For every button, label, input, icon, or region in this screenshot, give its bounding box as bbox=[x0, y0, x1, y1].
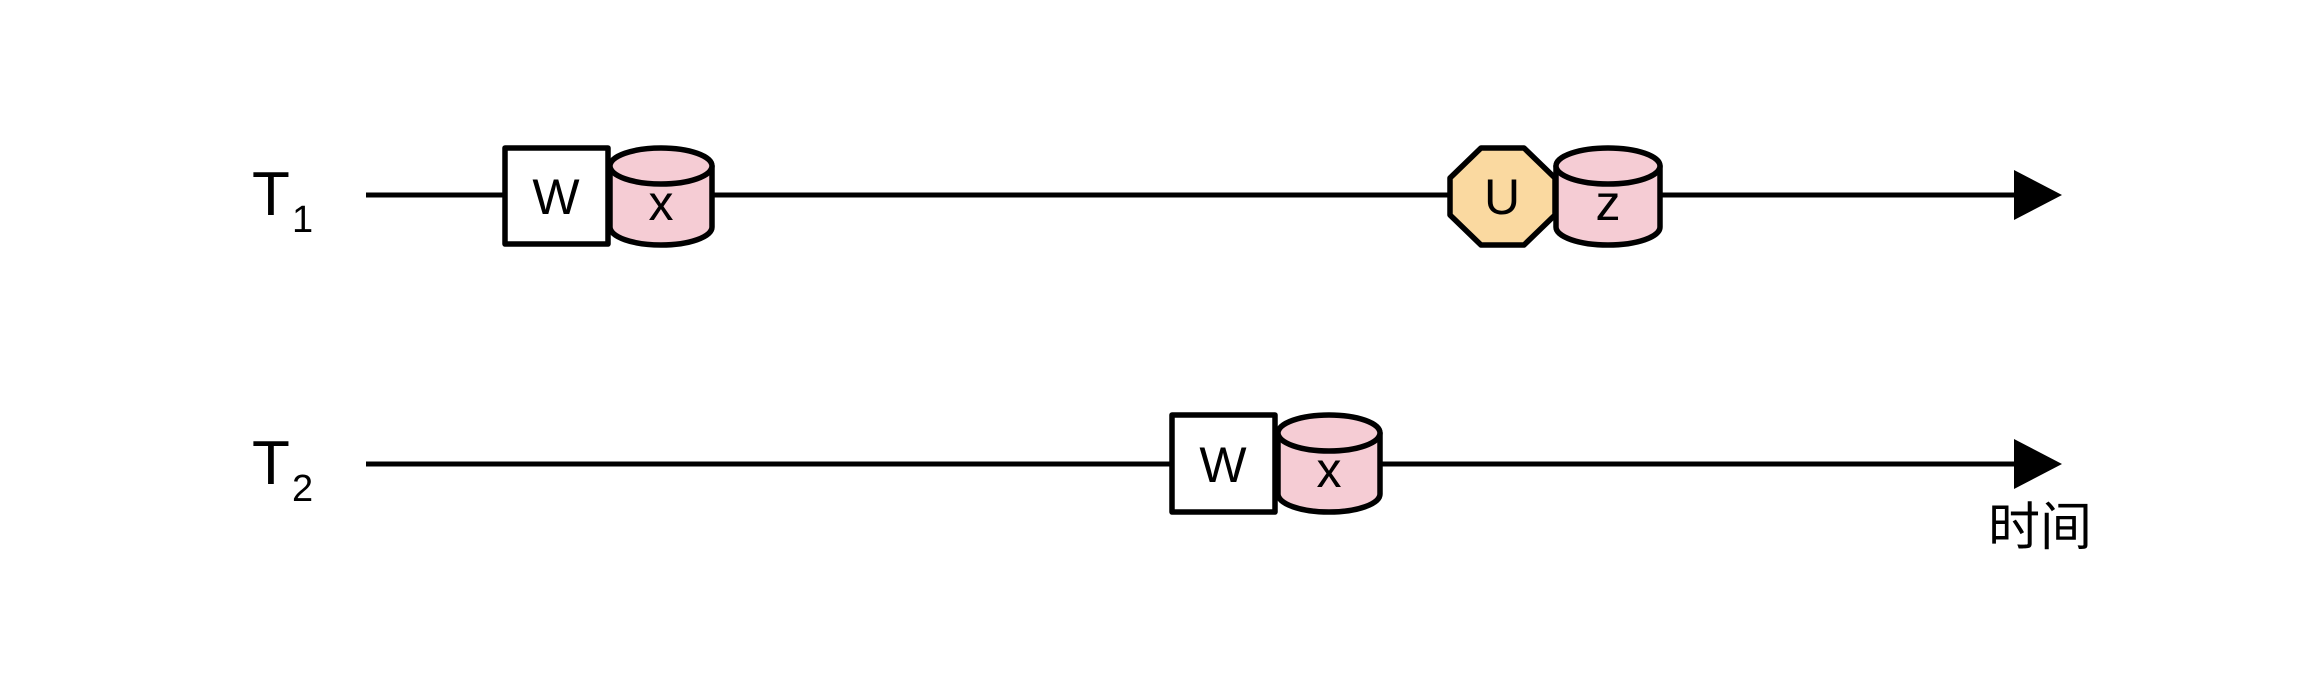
timeline-1-node-write-box: W bbox=[502, 145, 611, 247]
database-cylinder-top-x-2 bbox=[1275, 412, 1383, 454]
write-operation-label-2: W bbox=[1199, 437, 1247, 493]
write-operation-box bbox=[502, 145, 611, 247]
timeline-2-node-database-x: x bbox=[1275, 412, 1383, 515]
timeline-label-t2: T 2 bbox=[252, 429, 313, 510]
database-cylinder-top-z bbox=[1553, 145, 1663, 187]
timeline-row-2: T 2 W x bbox=[252, 412, 2062, 515]
update-operation-label: U bbox=[1484, 169, 1520, 225]
write-operation-box-2 bbox=[1169, 412, 1278, 515]
timeline-label-t1-main: T bbox=[252, 160, 290, 229]
write-operation-label: W bbox=[532, 169, 580, 225]
timeline-1-arrowhead bbox=[2014, 170, 2062, 220]
timeline-label-t2-main: T bbox=[252, 429, 290, 498]
timeline-label-t1-sub: 1 bbox=[292, 199, 313, 241]
database-cylinder-top-x bbox=[607, 145, 715, 187]
time-axis-caption: 时间 bbox=[1988, 499, 2092, 557]
timeline-label-t1: T 1 bbox=[252, 160, 313, 241]
database-label-z: z bbox=[1596, 175, 1621, 231]
timeline-2-node-write-box: W bbox=[1169, 412, 1278, 515]
database-cylinder-body-z bbox=[1553, 163, 1663, 248]
database-cylinder-body-x-2 bbox=[1275, 430, 1383, 515]
database-cylinder-body-x bbox=[607, 163, 715, 248]
database-label-x-2: x bbox=[1317, 442, 1342, 498]
database-label-x: x bbox=[649, 175, 674, 231]
timeline-1-node-database-z: z bbox=[1553, 145, 1663, 248]
timeline-label-t2-sub: 2 bbox=[292, 468, 313, 510]
update-operation-octagon bbox=[1447, 145, 1558, 248]
timeline-1-node-update-octagon: U bbox=[1447, 145, 1558, 248]
timeline-1-node-database-x: x bbox=[607, 145, 715, 248]
timeline-row-1: T 1 W x U bbox=[252, 145, 2062, 248]
timeline-2-arrowhead bbox=[2014, 439, 2062, 489]
